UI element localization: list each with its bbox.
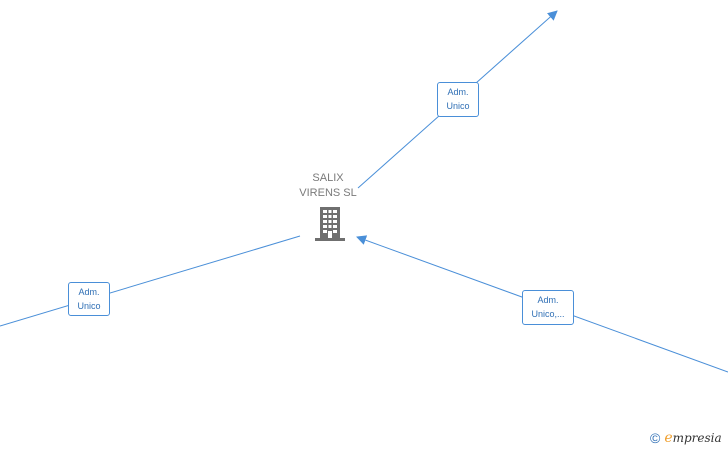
copyright-icon: ©	[650, 430, 661, 446]
edge-label-left[interactable]: Adm. Unico	[68, 282, 110, 316]
edge-label-right[interactable]: Adm. Unico,...	[522, 290, 574, 325]
edge-label-right-line1: Adm.	[537, 295, 559, 305]
company-node-label[interactable]: SALIX VIRENS SL	[288, 171, 368, 201]
company-name-line1: SALIX	[312, 172, 344, 184]
edge-label-top[interactable]: Adm. Unico	[437, 82, 479, 117]
building-icon[interactable]	[314, 206, 346, 242]
brand-watermark: ©empresia	[650, 430, 722, 448]
edge-label-right-line2: Unico,...	[531, 309, 565, 319]
edge-label-left-line1: Adm.	[78, 287, 100, 297]
company-name-line2: VIRENS SL	[299, 187, 357, 199]
edge-label-top-line2: Unico	[446, 101, 470, 111]
brand-logo-initial: e	[664, 430, 673, 446]
brand-logo-text: mpresia	[672, 431, 722, 445]
edge-label-left-line2: Unico	[77, 301, 101, 311]
edge-line-left	[0, 235, 301, 327]
edge-label-top-line1: Adm.	[447, 87, 469, 97]
